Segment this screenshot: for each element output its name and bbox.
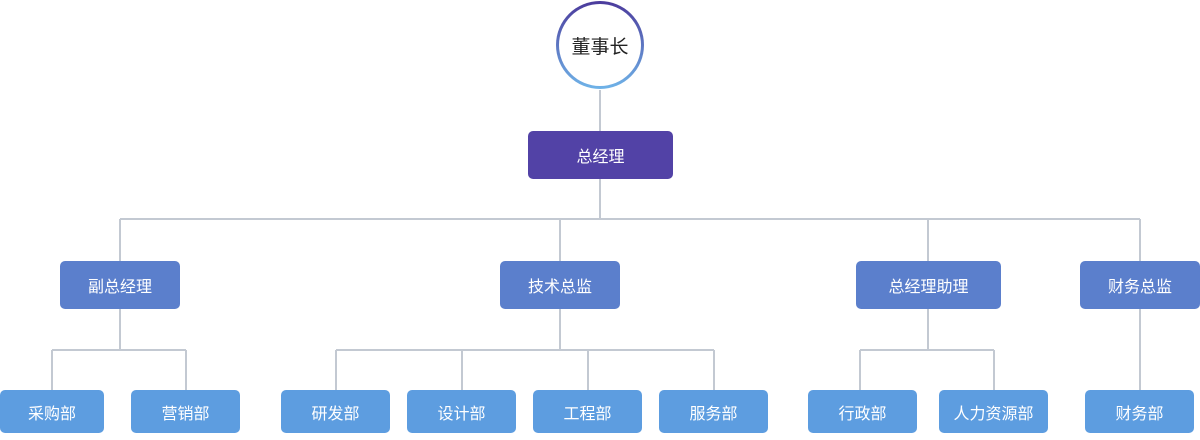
general-manager-node: 总经理 — [528, 131, 673, 179]
dept-rnd-node: 研发部 — [281, 390, 390, 433]
dept-purchasing-label: 采购部 — [27, 403, 76, 423]
dept-finance-label: 财务部 — [1115, 403, 1164, 423]
chairman-node: 董事长 — [556, 1, 644, 89]
dept-service-node: 服务部 — [659, 390, 768, 433]
finance-director-label: 财务总监 — [1107, 277, 1172, 296]
dept-rnd-label: 研发部 — [311, 403, 360, 423]
dept-service-label: 服务部 — [689, 403, 738, 423]
deputy-gm-node: 副总经理 — [60, 261, 180, 309]
dept-engineering-node: 工程部 — [533, 390, 642, 433]
dept-design-label: 设计部 — [437, 403, 486, 423]
dept-hr-node: 人力资源部 — [939, 390, 1048, 433]
dept-admin-label: 行政部 — [838, 403, 887, 423]
dept-finance-node: 财务部 — [1085, 390, 1194, 433]
deputy-gm-label: 副总经理 — [87, 277, 152, 296]
dept-hr-label: 人力资源部 — [953, 403, 1034, 423]
gm-assistant-label: 总经理助理 — [888, 277, 969, 296]
dept-marketing-label: 营销部 — [161, 403, 210, 423]
gm-assistant-node: 总经理助理 — [856, 261, 1001, 309]
tech-director-node: 技术总监 — [500, 261, 620, 309]
dept-purchasing-node: 采购部 — [0, 390, 104, 433]
dept-admin-node: 行政部 — [808, 390, 917, 433]
dept-marketing-node: 营销部 — [131, 390, 240, 433]
tech-director-label: 技术总监 — [527, 277, 592, 296]
chairman-label: 董事长 — [571, 35, 629, 58]
dept-engineering-label: 工程部 — [563, 403, 612, 423]
finance-director-node: 财务总监 — [1080, 261, 1200, 309]
dept-design-node: 设计部 — [407, 390, 516, 433]
general-manager-label: 总经理 — [576, 147, 625, 166]
